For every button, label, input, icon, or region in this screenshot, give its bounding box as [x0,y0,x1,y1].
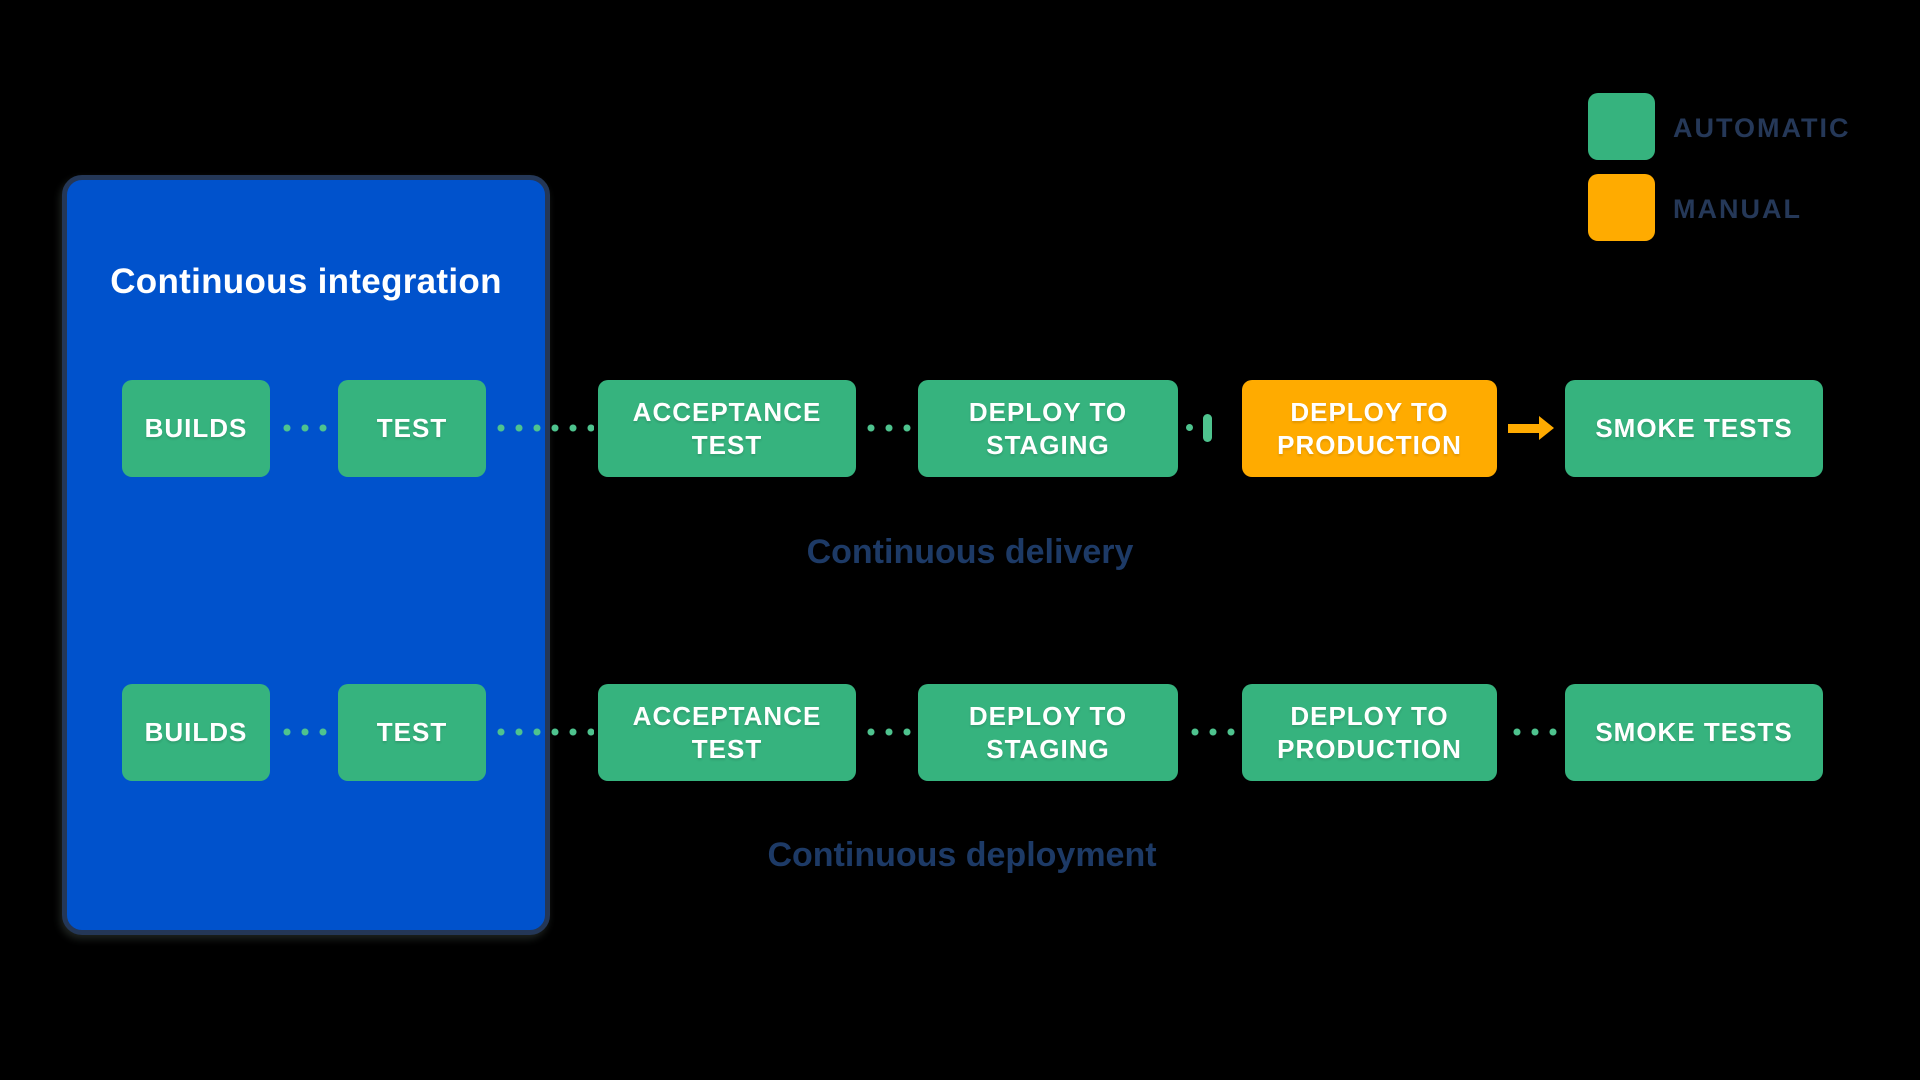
node-test-deployment: TEST [338,684,486,781]
legend-automatic-swatch [1588,93,1655,160]
connector-dots [276,728,334,736]
connector-dots [1506,728,1560,736]
continuous-deployment-label: Continuous deployment [767,836,1157,874]
node-builds-deployment: BUILDS [122,684,270,781]
connector-dots [1184,728,1238,736]
node-deploy-staging-delivery: DEPLOY TO STAGING [918,380,1178,477]
connector-dots [276,424,334,432]
legend-manual-label: MANUAL [1673,194,1802,224]
connector-dots [860,424,914,432]
manual-arrow-icon [1508,413,1554,443]
connector-dots [860,728,914,736]
node-test-delivery: TEST [338,380,486,477]
continuous-integration-box [62,175,550,935]
node-deploy-production-delivery: DEPLOY TO PRODUCTION [1242,380,1497,477]
node-deploy-staging-deployment: DEPLOY TO STAGING [918,684,1178,781]
gate-dot [1186,424,1193,431]
node-smoke-tests-deployment: SMOKE TESTS [1565,684,1823,781]
connector-dots [490,424,594,432]
manual-gate-bar [1203,414,1212,442]
legend-automatic-label: AUTOMATIC [1673,113,1851,143]
node-acceptance-test-deployment: ACCEPTANCE TEST [598,684,856,781]
node-builds-delivery: BUILDS [122,380,270,477]
continuous-delivery-label: Continuous delivery [806,533,1134,571]
continuous-integration-title: Continuous integration [110,262,502,301]
node-smoke-tests-delivery: SMOKE TESTS [1565,380,1823,477]
legend-manual-swatch [1588,174,1655,241]
connector-dots [490,728,594,736]
node-acceptance-test-delivery: ACCEPTANCE TEST [598,380,856,477]
node-deploy-production-deployment: DEPLOY TO PRODUCTION [1242,684,1497,781]
